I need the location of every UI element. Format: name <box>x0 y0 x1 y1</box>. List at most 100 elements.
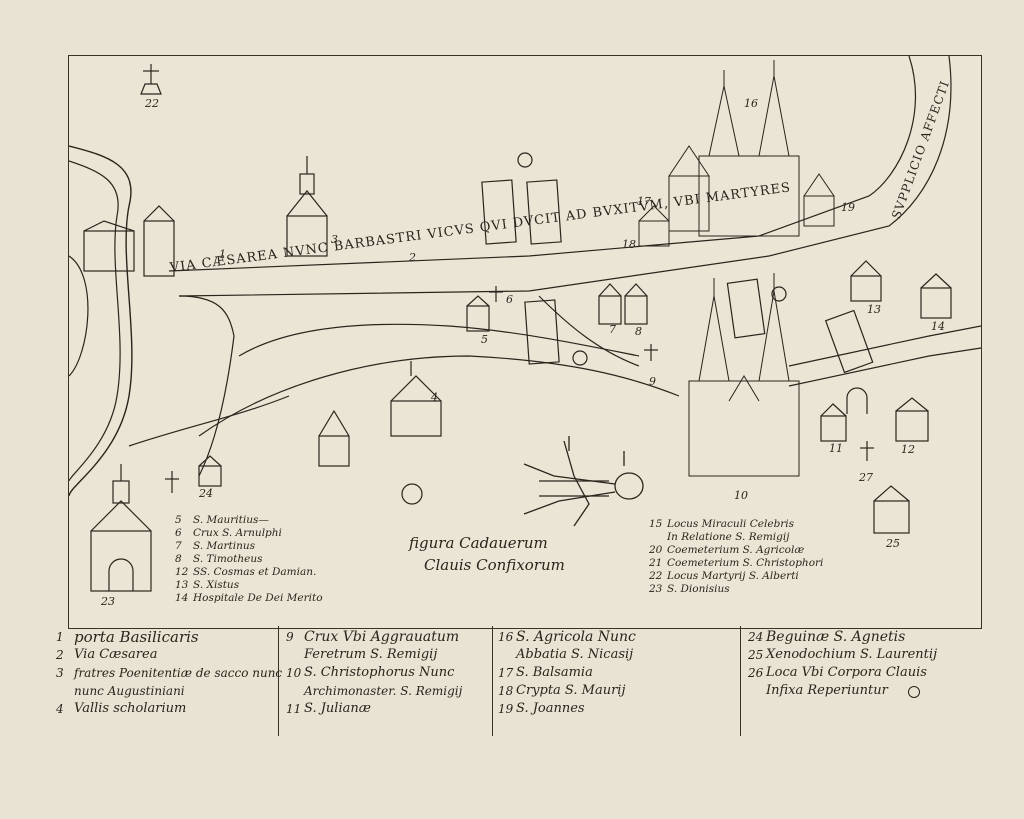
moat-line <box>69 255 89 377</box>
figure-caption-line-2: Clauis Confixorum <box>424 556 565 574</box>
map-label-7: 7 <box>609 323 616 336</box>
map-drawing <box>69 56 981 592</box>
chapel-small-left <box>318 409 350 467</box>
map-label-10: 10 <box>734 489 748 502</box>
legend-divider <box>492 626 493 736</box>
nail-symbol-1 <box>517 152 533 168</box>
nail-symbol-icon <box>908 686 920 698</box>
lower-road-1 <box>178 295 235 477</box>
map-label-18: 18 <box>622 238 636 251</box>
inset-right-item: In Relatione S. Remigij <box>667 531 790 543</box>
map-label-27: 27 <box>859 471 873 484</box>
figure-caption-line-1: figura Cadauerum <box>409 534 548 552</box>
map-label-13: 13 <box>867 303 881 316</box>
map-label-4: 4 <box>431 391 438 404</box>
map-label-19: 19 <box>841 201 855 214</box>
lower-road-2 <box>198 355 680 437</box>
map-label-25: 25 <box>886 537 900 550</box>
cross-6 <box>489 286 503 302</box>
church-4 <box>390 361 442 437</box>
map-label-2: 2 <box>409 251 416 264</box>
church-3 <box>286 156 328 257</box>
map-label-23: 23 <box>101 595 115 608</box>
chapel-23 <box>90 464 152 592</box>
house-12 <box>895 397 929 442</box>
south-road <box>128 395 290 447</box>
legend-divider <box>740 626 741 736</box>
legend-row: nunc Augustiniani <box>74 684 185 698</box>
legend-row: Archimonaster. S. Remigij <box>304 684 463 698</box>
map-label-14: 14 <box>931 320 945 333</box>
east-road <box>788 325 981 367</box>
church-10 <box>688 273 800 477</box>
cathedral-16 <box>638 60 835 247</box>
map-label-5: 5 <box>481 333 488 346</box>
legend-divider <box>278 626 279 736</box>
side-road <box>538 295 640 367</box>
sarcophagus-1 <box>481 179 517 245</box>
arch <box>846 387 868 414</box>
sarcophagus-5 <box>824 309 874 374</box>
sarcophagus-4 <box>726 278 766 339</box>
map-label-16: 16 <box>744 97 758 110</box>
house-14 <box>920 273 952 319</box>
map-label-24: 24 <box>199 487 213 500</box>
lower-road-3 <box>238 323 640 357</box>
map-label-8: 8 <box>635 325 642 338</box>
map-label-6: 6 <box>506 293 513 306</box>
nail-symbol-4 <box>401 483 423 505</box>
legend-row: Abbatia S. Nicasij <box>516 647 634 662</box>
house-25 <box>873 485 910 534</box>
map-label-1: 1 <box>219 248 226 261</box>
cross-24 <box>165 471 179 493</box>
house-13 <box>850 260 882 302</box>
city-wall-inner <box>69 160 121 482</box>
city-wall <box>69 145 133 497</box>
nail-symbol-3 <box>771 286 787 302</box>
sarcophagus-3 <box>524 299 560 365</box>
house-5 <box>466 295 490 332</box>
main-road-top <box>168 56 917 272</box>
house-24 <box>198 455 222 487</box>
nail-symbol-2 <box>572 350 588 366</box>
map-plate: 1 2 3 4 5 6 7 8 9 10 11 12 13 14 16 17 1… <box>68 55 982 629</box>
map-label-12: 12 <box>901 443 915 456</box>
gate-1 <box>143 205 175 277</box>
skeleton-figure <box>523 436 644 527</box>
houses-7-8 <box>598 283 648 325</box>
house-11 <box>820 403 847 442</box>
east-road-2 <box>788 347 981 387</box>
map-label-22: 22 <box>145 97 159 110</box>
